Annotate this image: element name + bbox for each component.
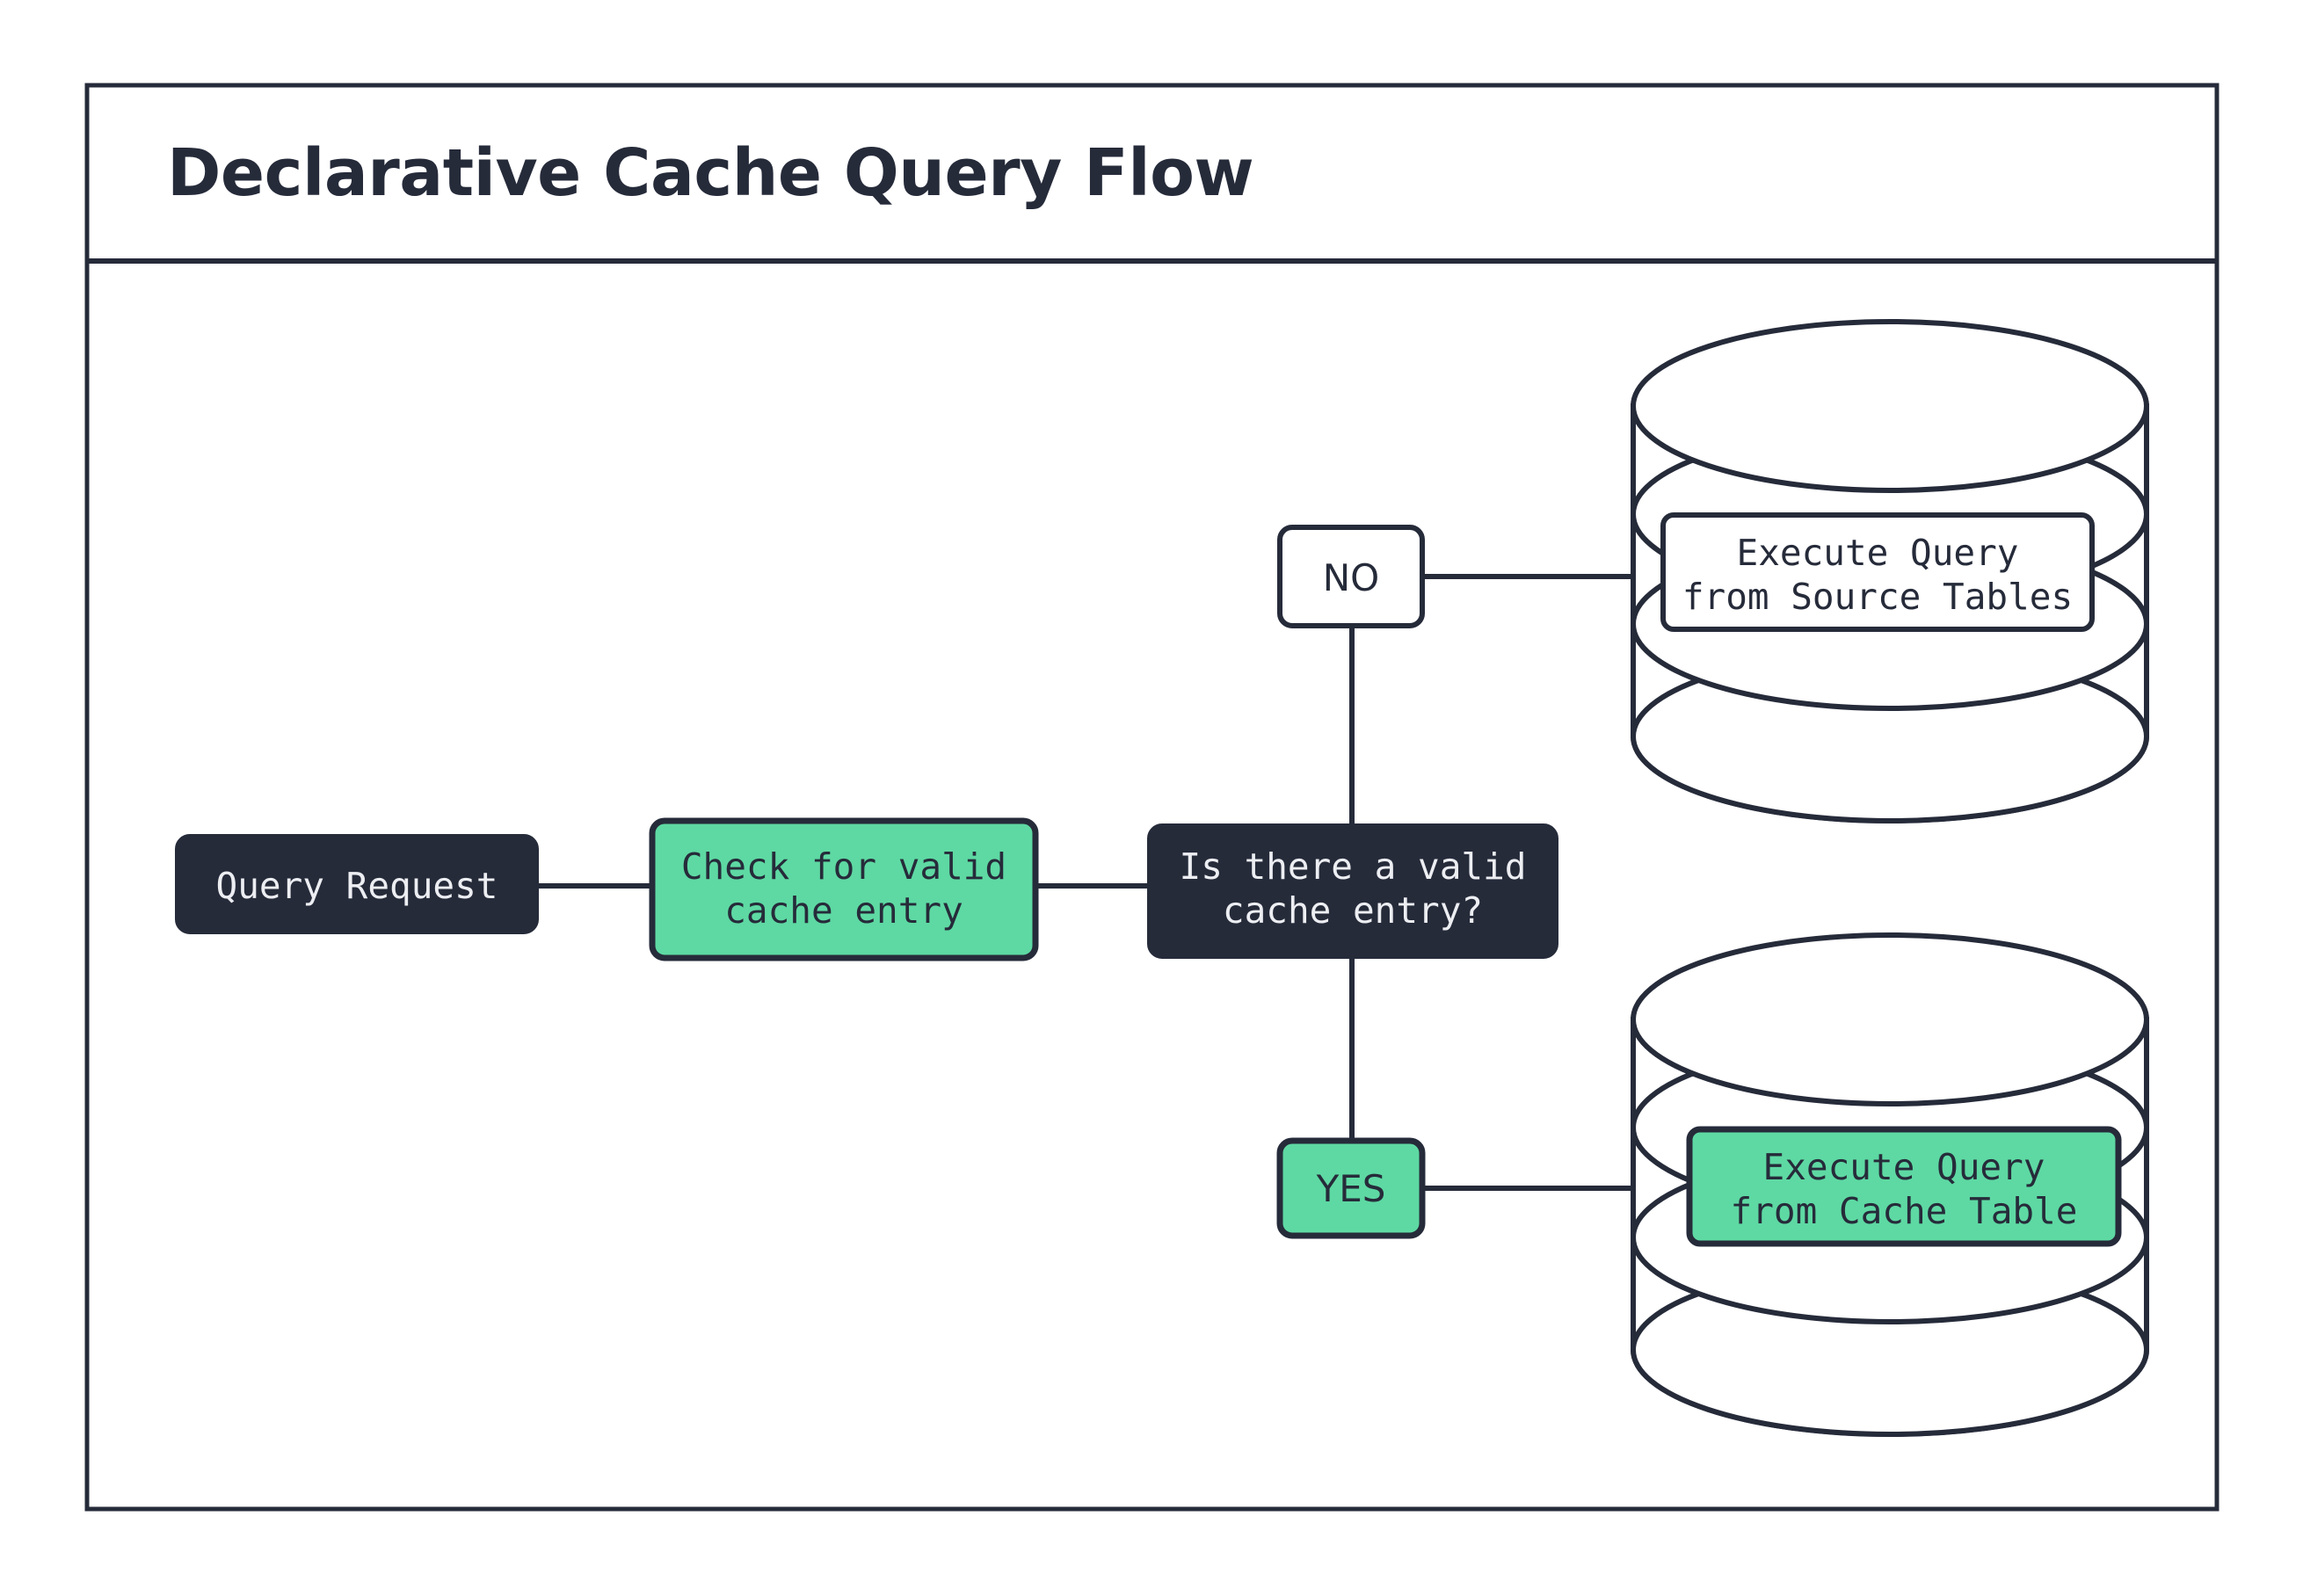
branch-label-yes-text: YES — [1316, 1167, 1386, 1210]
node-decision-valid-cache[interactable]: Is there a valid cache entry? — [1147, 823, 1558, 959]
node-check-cache-line2: cache entry — [724, 889, 963, 932]
branch-label-no-text: NO — [1323, 556, 1379, 599]
node-source-tables-line2: from Source Tables — [1682, 576, 2073, 618]
node-cache-table[interactable]: Execute Query from Cache Table — [1686, 1126, 2122, 1247]
node-cache-table-line2: from Cache Table — [1731, 1190, 2078, 1232]
node-query-request[interactable]: Query Request — [175, 834, 539, 934]
node-query-request-label: Query Request — [216, 865, 498, 907]
node-check-cache-entry[interactable]: Check for valid cache entry — [649, 817, 1039, 961]
node-cache-table-line1: Execute Query — [1763, 1146, 2045, 1188]
node-source-tables-line1: Execute Query — [1737, 532, 2019, 574]
diagram-frame — [84, 83, 2219, 1512]
node-source-tables[interactable]: Execute Query from Source Tables — [1660, 512, 2095, 632]
node-check-cache-line1: Check for valid — [681, 845, 1006, 888]
page-title: Declarative Cache Query Flow — [167, 135, 1253, 211]
node-decision-line2: cache entry? — [1223, 889, 1483, 932]
branch-label-no[interactable]: NO — [1277, 525, 1425, 628]
node-decision-line1: Is there a valid — [1180, 845, 1527, 888]
branch-label-yes[interactable]: YES — [1276, 1137, 1426, 1239]
